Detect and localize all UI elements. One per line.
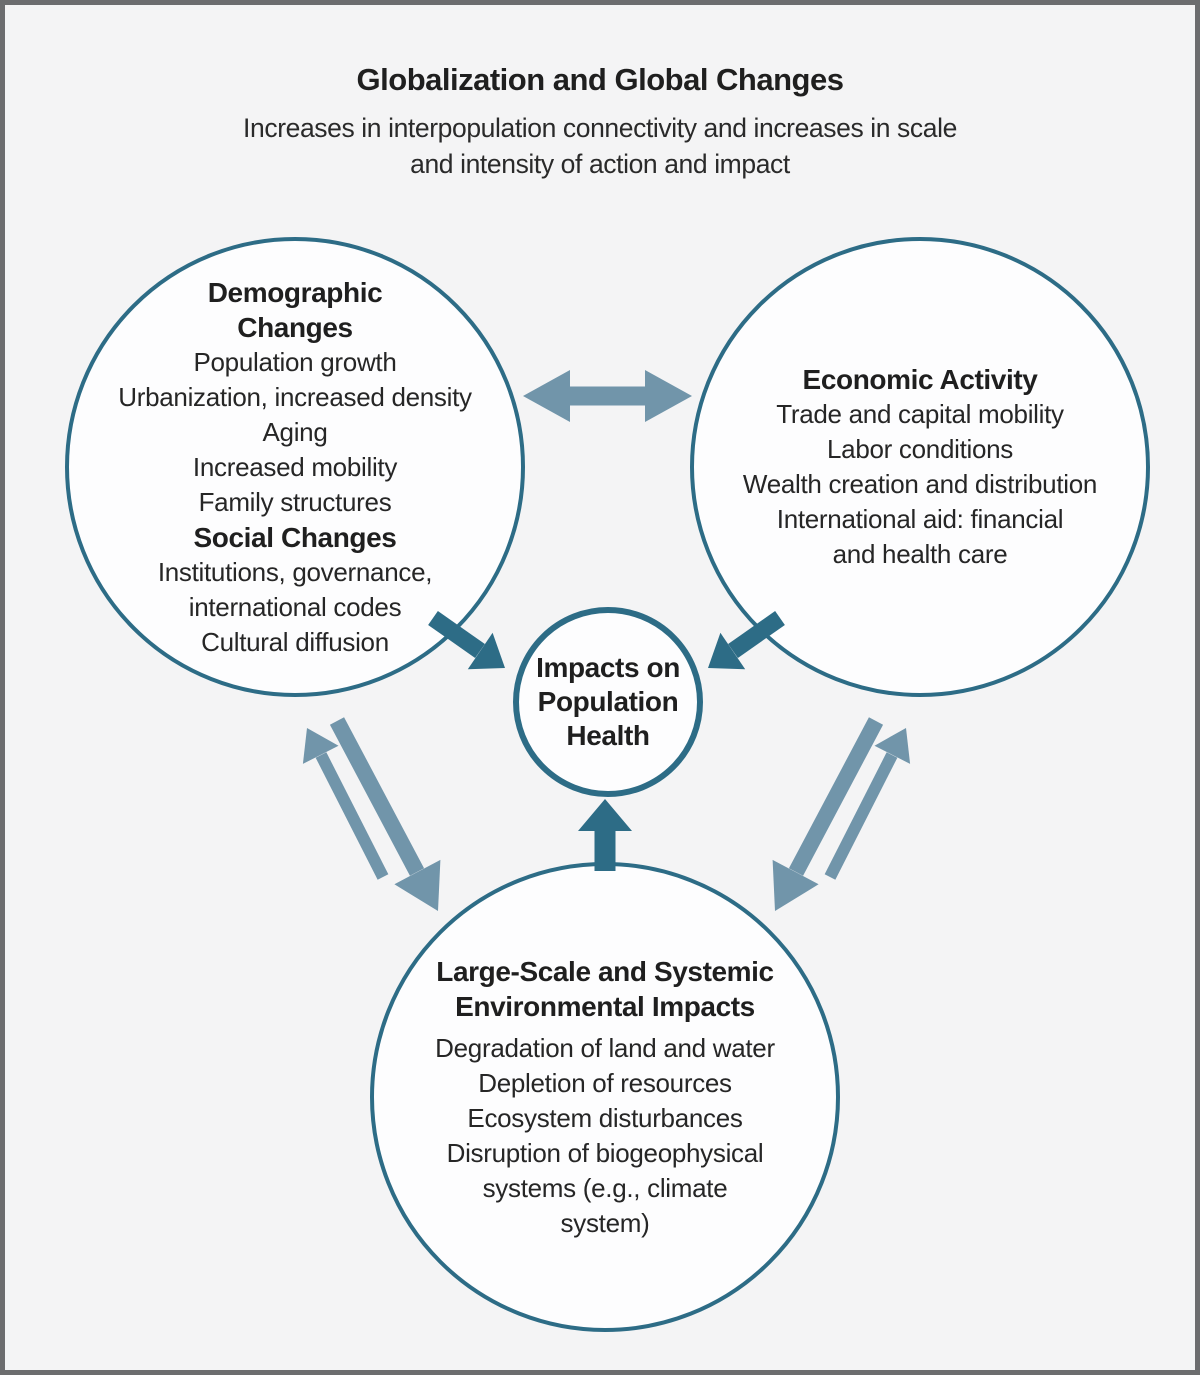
arrow-head bbox=[302, 728, 339, 764]
subtitle-line-1: Increases in interpopulation connectivit… bbox=[243, 113, 957, 143]
arrow-head-left bbox=[523, 370, 570, 422]
arrow-head bbox=[874, 728, 911, 764]
diagram-subtitle: Increases in interpopulation connectivit… bbox=[5, 110, 1195, 182]
health-heading-line-3: Health bbox=[566, 720, 650, 751]
environmental-impacts-circle: Large-Scale and Systemic Environmental I… bbox=[370, 862, 840, 1332]
list-item: Labor conditions bbox=[827, 434, 1013, 464]
environment-to-demographic-arrow-icon bbox=[302, 728, 389, 880]
demographic-heading-line-2: Changes bbox=[237, 311, 353, 343]
environment-heading-line-1: Large-Scale and Systemic bbox=[436, 955, 774, 987]
list-item: system) bbox=[560, 1207, 650, 1238]
list-item: Degradation of land and water bbox=[435, 1032, 775, 1063]
impacts-on-population-health-circle: Impacts on Population Health bbox=[513, 607, 703, 797]
list-item: Institutions, governance, bbox=[157, 556, 433, 587]
demographic-economic-double-arrow-icon bbox=[523, 370, 692, 422]
list-item: international codes bbox=[188, 591, 402, 622]
demographic-heading-line-1: Demographic bbox=[207, 276, 383, 308]
list-item: Family structures bbox=[198, 486, 392, 517]
arrow-head bbox=[772, 859, 819, 911]
demographic-to-environment-arrow-icon bbox=[329, 717, 441, 911]
environment-to-economic-arrow-icon bbox=[824, 728, 911, 880]
environment-heading-line-2: Environmental Impacts bbox=[455, 990, 755, 1022]
arrow-head-right bbox=[645, 370, 692, 422]
list-item: International aid: financial bbox=[776, 504, 1064, 534]
arrow-head bbox=[708, 632, 746, 670]
arrow-head bbox=[467, 632, 505, 670]
diagram-title: Globalization and Global Changes bbox=[356, 62, 844, 97]
arrow-shaft bbox=[788, 717, 884, 876]
list-item: Increased mobility bbox=[192, 451, 398, 482]
list-item: Wealth creation and distribution bbox=[742, 469, 1098, 499]
list-item: Disruption of biogeophysical bbox=[446, 1137, 764, 1168]
list-item: and health care bbox=[832, 539, 1008, 569]
list-item: Cultural diffusion bbox=[201, 626, 389, 657]
economic-to-environment-arrow-icon bbox=[772, 717, 884, 911]
diagram-header: Globalization and Global Changes Increas… bbox=[5, 5, 1195, 182]
list-item: Depletion of resources bbox=[478, 1067, 732, 1098]
arrow-shaft bbox=[329, 717, 425, 876]
list-item: Ecosystem disturbances bbox=[467, 1102, 743, 1133]
economic-activity-circle: Economic Activity Trade and capital mobi… bbox=[690, 237, 1150, 697]
subtitle-line-2: and intensity of action and impact bbox=[410, 149, 790, 179]
arrow-shaft bbox=[824, 752, 898, 880]
social-changes-heading: Social Changes bbox=[193, 521, 397, 553]
list-item: systems (e.g., climate bbox=[482, 1172, 728, 1203]
arrow-shaft bbox=[315, 752, 389, 880]
list-item: Urbanization, increased density bbox=[118, 381, 472, 412]
arrow-head bbox=[394, 859, 441, 911]
health-heading-line-1: Impacts on bbox=[536, 652, 680, 683]
economic-heading: Economic Activity bbox=[802, 364, 1038, 395]
environment-to-health-arrow-icon bbox=[578, 799, 632, 871]
demographic-social-changes-circle: Demographic Changes Population growth Ur… bbox=[65, 237, 525, 697]
list-item: Population growth bbox=[193, 346, 397, 377]
health-heading-line-2: Population bbox=[537, 686, 679, 717]
list-item: Trade and capital mobility bbox=[776, 399, 1064, 429]
list-item: Aging bbox=[262, 416, 328, 447]
arrow-head bbox=[578, 799, 632, 831]
